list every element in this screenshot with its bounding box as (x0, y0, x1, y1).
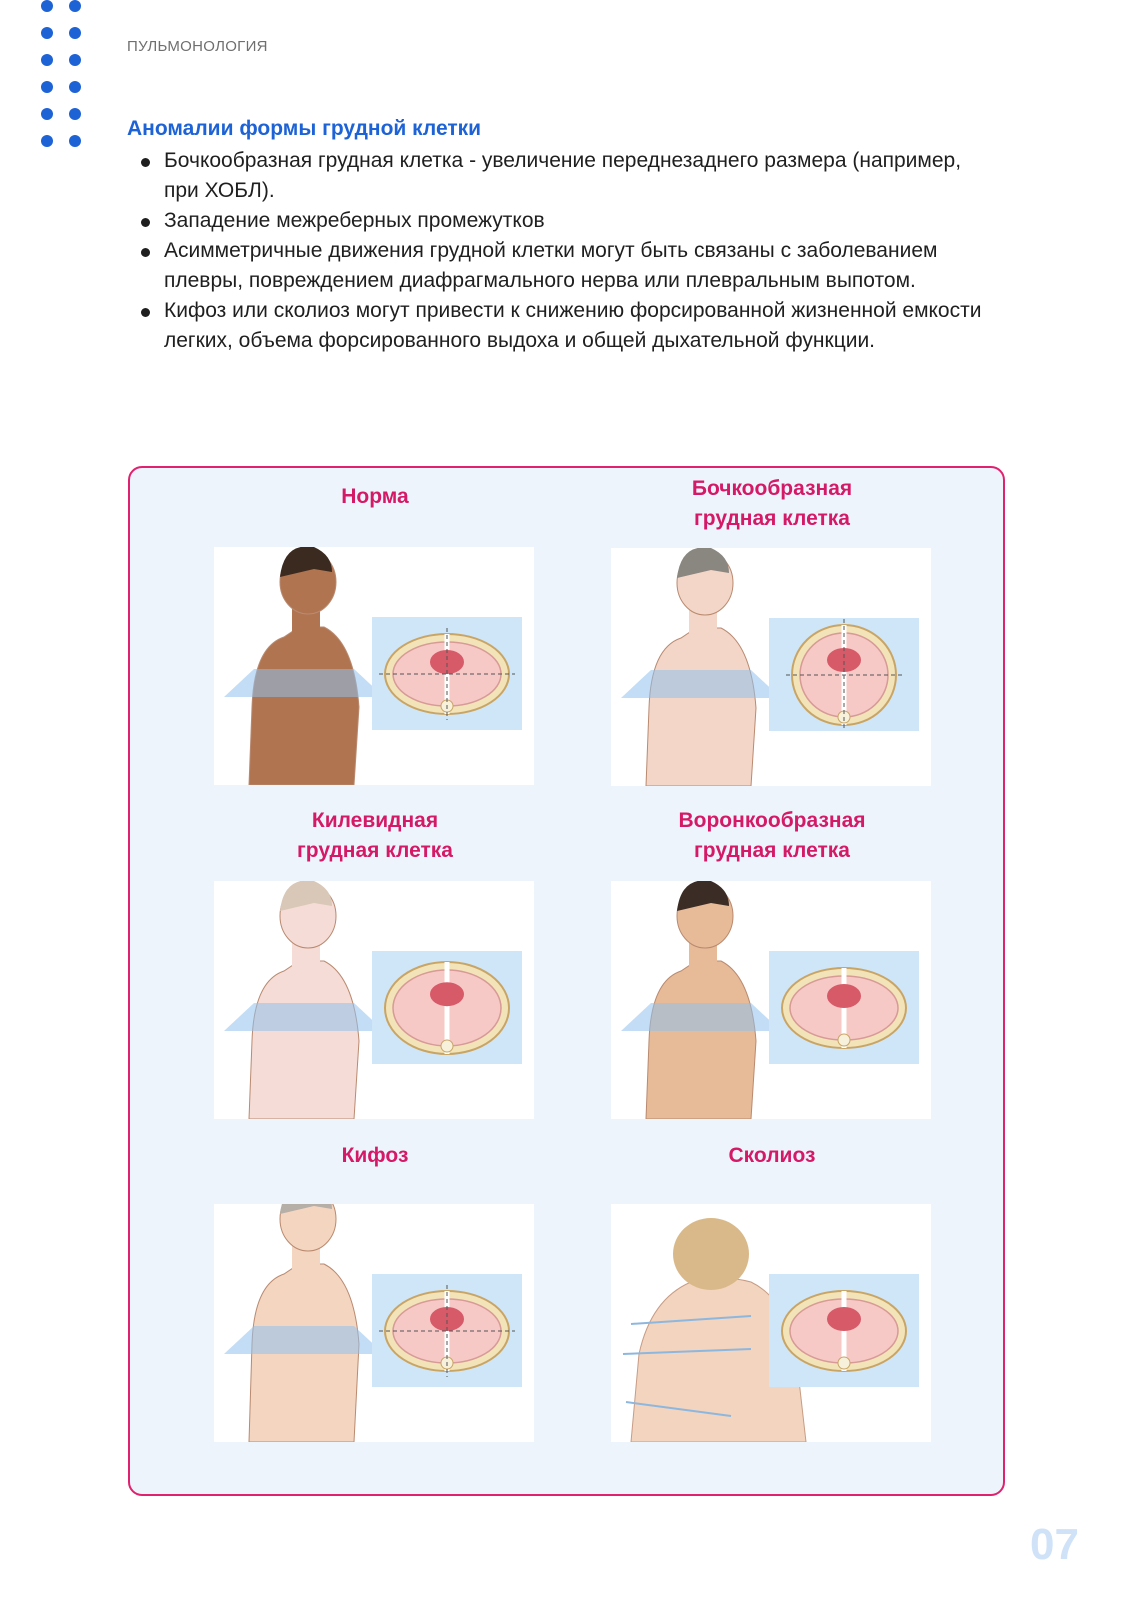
figure-caption: Бочкообразная грудная клетка (691, 477, 853, 530)
illustration-normal (214, 547, 534, 785)
illustration-barrel-chest (611, 548, 931, 786)
figure-caption: Кифоз (341, 1144, 409, 1167)
section-title: Аномалии формы грудной клетки (127, 117, 482, 140)
figure-caption: Килевидная грудная клетка (297, 809, 453, 862)
page-number: 07 (1030, 1520, 1079, 1569)
chest-illustration-svg (621, 881, 919, 1119)
chest-illustration-svg (224, 547, 522, 785)
illustration-scoliosis (611, 1204, 931, 1442)
chest-illustration-svg (622, 1218, 919, 1442)
illustration-kyphosis (214, 1204, 534, 1442)
section-header-label: ПУЛЬМОНОЛОГИЯ (127, 38, 268, 55)
illustration-pectus-carinatum (214, 881, 534, 1119)
chest-illustration-svg (224, 1204, 522, 1442)
figure-caption: Сколиоз (728, 1144, 816, 1167)
list-item: Асимметричные движения грудной клетки мо… (139, 236, 999, 296)
bullet-list: Бочкообразная грудная клетка - увеличени… (139, 146, 999, 356)
figure-caption: Воронкообразная грудная клетка (678, 809, 866, 862)
chest-shape-figure-panel: Норма Бочкообразная грудная клетка Килев… (128, 466, 1005, 1496)
decorative-dots (41, 0, 87, 150)
list-item: Бочкообразная грудная клетка - увеличени… (139, 146, 999, 206)
figure-caption: Норма (341, 485, 409, 508)
list-item: Кифоз или сколиоз могут привести к сниже… (139, 296, 999, 356)
chest-illustration-svg (224, 881, 522, 1119)
chest-illustration-svg (621, 548, 919, 786)
illustration-pectus-excavatum (611, 881, 931, 1119)
list-item: Западение межреберных промежутков (139, 206, 999, 236)
